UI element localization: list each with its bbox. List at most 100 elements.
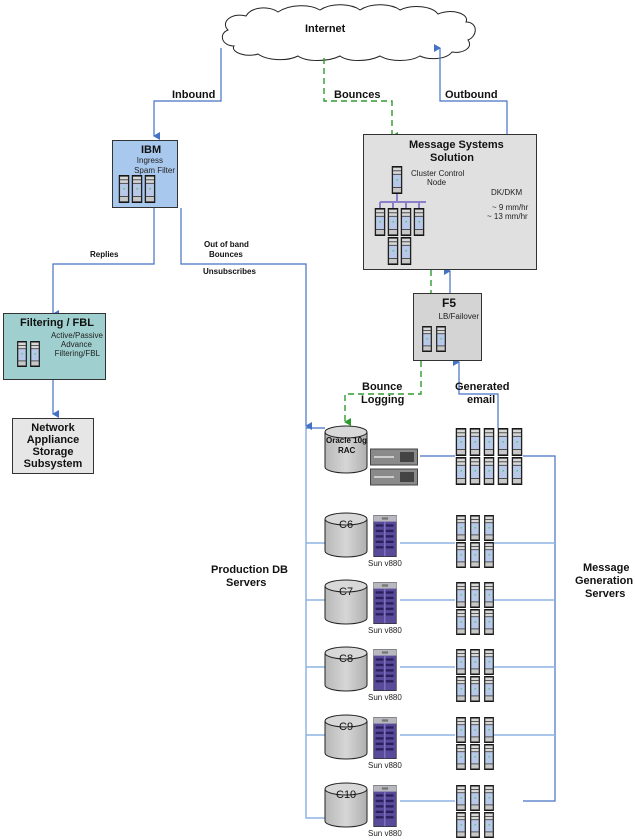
gen-server-icon <box>456 609 466 635</box>
internet-label: Internet <box>305 23 346 35</box>
gen-server-icon <box>484 649 494 675</box>
db-server-model: Sun v880 <box>368 693 402 702</box>
generated-email-line <box>453 358 499 428</box>
db-server-model: Sun v880 <box>368 559 402 568</box>
db-server-name: C7 <box>339 586 354 598</box>
ibm-node[interactable]: IBM Ingress Spam Filter <box>112 140 178 208</box>
ibm-subtitle-2: Spam Filter <box>134 166 175 175</box>
mss-cluster-icons <box>374 166 426 265</box>
mss-ccn-label-1: Cluster Control <box>411 169 465 178</box>
bounce-logging-line <box>344 361 422 426</box>
replies-line <box>52 208 155 318</box>
outbound-line <box>434 44 508 135</box>
mss-dk-label: DK/DKM <box>491 188 523 197</box>
gen-server-icon <box>456 744 466 770</box>
netapp-line-4: Subsystem <box>23 458 83 470</box>
gen-server-icon <box>456 717 466 743</box>
inbound-label: Inbound <box>172 89 216 101</box>
bounces-line <box>323 58 398 140</box>
gen-server-icon <box>484 717 494 743</box>
gen-server-icon <box>456 676 466 702</box>
sun-server-icon <box>373 582 397 624</box>
oracle-db-cylinder <box>324 425 368 474</box>
gen-server-icon <box>470 744 480 770</box>
gen-server-icon <box>484 582 494 608</box>
gen-server-icon <box>470 812 480 838</box>
db-cylinder-top <box>324 512 368 526</box>
bounce-logging-label-2: Logging <box>361 394 405 406</box>
db-cylinder-top <box>324 579 368 593</box>
netapp-line-1: Network <box>31 422 75 434</box>
db-cylinder-top <box>324 782 368 796</box>
db-cylinder-top <box>324 714 368 728</box>
out-of-band-label-1: Out of band <box>204 240 249 249</box>
filtering-title: Filtering / FBL <box>20 317 94 329</box>
db-server-c6 <box>324 512 494 568</box>
msg-gen-bus-line <box>523 455 556 802</box>
mss-rate-2: ~ 13 mm/hr <box>487 212 528 221</box>
db-server-model: Sun v880 <box>368 626 402 635</box>
f5-server-icons <box>422 326 446 352</box>
gen-server-icon <box>470 717 480 743</box>
sun-server-icon <box>373 717 397 759</box>
filtering-subtitle-1: Active/Passive <box>50 331 103 340</box>
netapp-line-2: Appliance <box>26 434 80 446</box>
f5-title: F5 <box>442 296 457 310</box>
generated-email-label-1: Generated <box>455 381 510 393</box>
db-server-name: C8 <box>339 653 354 665</box>
gen-server-icon <box>456 812 466 838</box>
unsubscribes-label: Unsubscribes <box>203 267 256 276</box>
db-cylinder-top <box>324 646 368 660</box>
msg-gen-label-3: Servers <box>585 588 626 600</box>
db-server-c8 <box>324 646 494 702</box>
filtering-server-icons <box>17 341 40 367</box>
db-cylinder <box>324 653 368 692</box>
gen-server-icon <box>470 582 480 608</box>
db-server-name: C6 <box>339 519 354 531</box>
f5-node[interactable]: F5 LB/Failover <box>413 293 482 361</box>
inbound-line <box>153 48 222 140</box>
netapp-line-3: Storage <box>32 446 74 458</box>
db-server-c10 <box>324 782 494 838</box>
ibm-title: IBM <box>141 144 162 156</box>
gen-server-icon <box>484 744 494 770</box>
f5-subtitle: LB/Failover <box>438 312 479 321</box>
gen-server-icon <box>456 515 466 541</box>
production-db-label-2: Servers <box>226 577 267 589</box>
message-systems-node[interactable]: Message Systems Solution Cluster Control… <box>363 134 537 270</box>
mss-rate-1: ~ 9 mm/hr <box>492 203 529 212</box>
db-server-c9 <box>324 714 494 770</box>
gen-server-icon <box>470 649 480 675</box>
oracle-gen-servers <box>455 428 523 485</box>
sun-server-icon <box>373 649 397 691</box>
filtering-fbl-node[interactable]: Filtering / FBL Active/Passive Advance F… <box>3 313 106 380</box>
generated-email-label-2: email <box>467 394 496 406</box>
out-of-band-line <box>180 208 312 430</box>
db-row-lines <box>306 542 555 802</box>
oracle-label-2: RAC <box>338 446 356 455</box>
mss-ccn-label-2: Node <box>427 178 447 187</box>
db-cylinder <box>324 721 368 760</box>
db-bus-line <box>305 426 325 819</box>
bounces-label: Bounces <box>334 89 381 101</box>
internet-cloud <box>221 4 476 61</box>
gen-server-icon <box>484 542 494 568</box>
db-server-c7 <box>324 579 494 635</box>
db-cylinder <box>324 789 368 828</box>
netapp-storage-node[interactable]: Network Appliance Storage Subsystem <box>12 418 94 474</box>
gen-server-icon <box>470 542 480 568</box>
oracle-rack-server-icon <box>370 448 418 486</box>
gen-server-icon <box>484 515 494 541</box>
db-server-name: C10 <box>336 789 357 801</box>
msg-gen-label-1: Message <box>583 562 630 574</box>
gen-server-icon <box>456 542 466 568</box>
filtering-subtitle-3: Filtering/FBL <box>54 349 100 358</box>
outbound-label: Outbound <box>445 89 498 101</box>
ibm-server-icons <box>118 175 156 203</box>
gen-server-icon <box>470 785 480 811</box>
gen-server-icon <box>484 812 494 838</box>
gen-server-icon <box>456 785 466 811</box>
gen-server-icon <box>470 515 480 541</box>
mss-title-1: Message Systems <box>409 139 504 151</box>
gen-server-icon <box>456 649 466 675</box>
